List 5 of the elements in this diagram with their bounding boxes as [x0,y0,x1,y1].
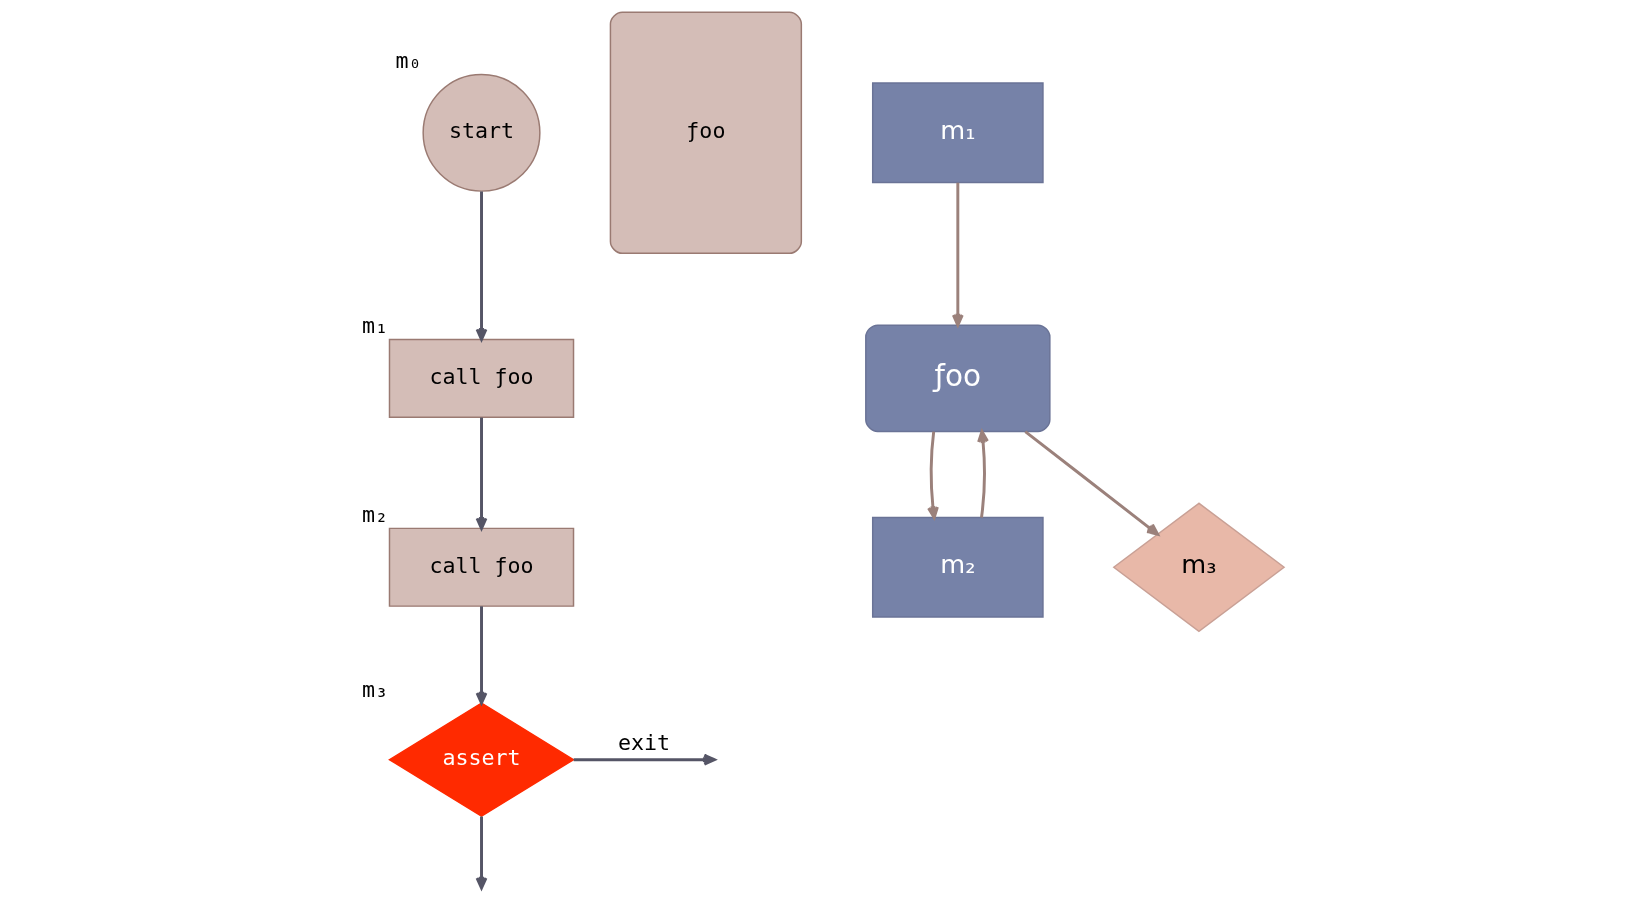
node-label: m₃ [361,676,388,702]
node-label: m₀ [395,48,422,74]
node-label: m₁ [361,313,388,339]
node-label: m₂ [361,502,388,528]
edge-label: exit [617,730,671,756]
